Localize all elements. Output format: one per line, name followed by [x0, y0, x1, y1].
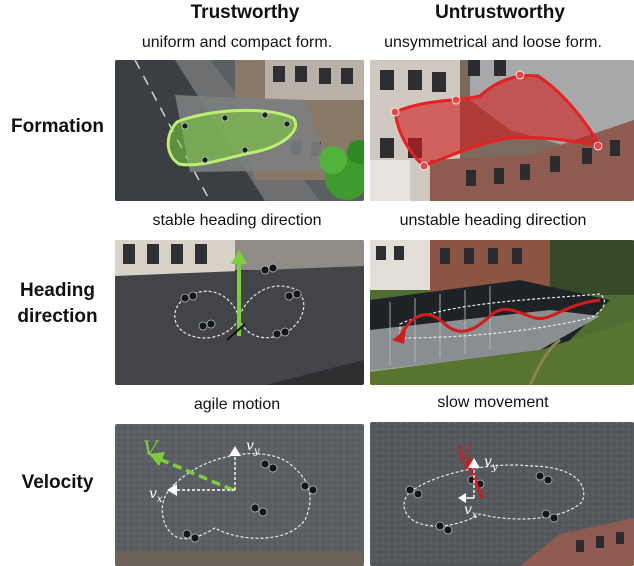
panel-velocity-trustworthy: V vy vx [115, 424, 364, 566]
caption-formation-untrust: unsymmetrical and loose form. [384, 34, 602, 51]
caption-velocity-trust: agile motion [193, 396, 281, 413]
panel-heading-trustworthy [115, 240, 364, 385]
vector-label-vx-untrust: vx [464, 502, 478, 521]
caption-formation-trust: uniform and compact form. [141, 34, 333, 51]
vector-label-vx: vx [149, 486, 163, 505]
vector-label-big-v: V [143, 436, 158, 460]
vector-label-vy-untrust: vy [484, 454, 498, 473]
vector-label-big-v-untrust: V [456, 442, 471, 466]
column-header-untrustworthy: Untrustworthy [435, 2, 565, 23]
vector-label-vy: vy [246, 438, 260, 457]
row-header-velocity: Velocity [21, 472, 94, 493]
column-header-trustworthy: Trustworthy [190, 2, 300, 23]
row-header-heading-line1: Heading [20, 280, 95, 301]
caption-heading-untrust: unstable heading direction [399, 212, 587, 229]
panel-velocity-untrustworthy: V vy vx [370, 422, 634, 566]
row-header-formation: Formation [11, 116, 104, 137]
panel-heading-untrustworthy [370, 240, 634, 385]
panel-formation-untrustworthy [370, 60, 634, 201]
caption-velocity-untrust: slow movement [437, 394, 549, 411]
caption-heading-trust: stable heading direction [152, 212, 322, 229]
panel-formation-trustworthy [115, 60, 364, 201]
row-header-heading-line2: direction [17, 306, 98, 327]
